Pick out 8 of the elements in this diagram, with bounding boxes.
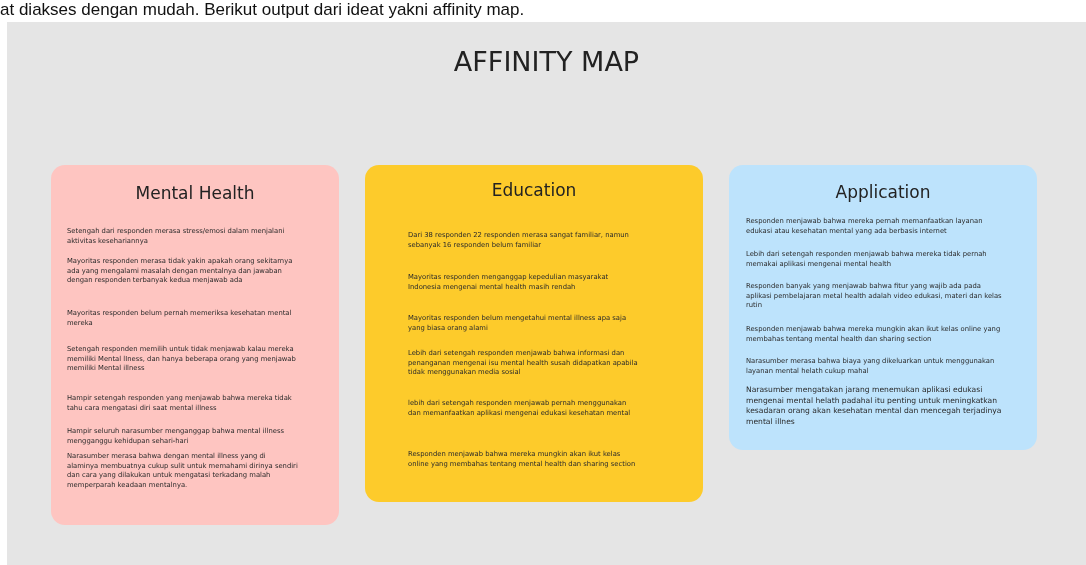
cluster-heading: Education <box>490 180 578 200</box>
cluster-heading: Mental Health <box>134 183 256 203</box>
cluster-heading: Application <box>834 182 932 202</box>
cluster-card <box>51 165 339 525</box>
cluster-card <box>365 165 703 502</box>
board-title: AFFINITY MAP <box>452 46 641 77</box>
intro-sentence: at diakses dengan mudah. Berikut output dari ideat yakni affinity map. <box>0 0 525 20</box>
cluster-card <box>729 165 1037 450</box>
